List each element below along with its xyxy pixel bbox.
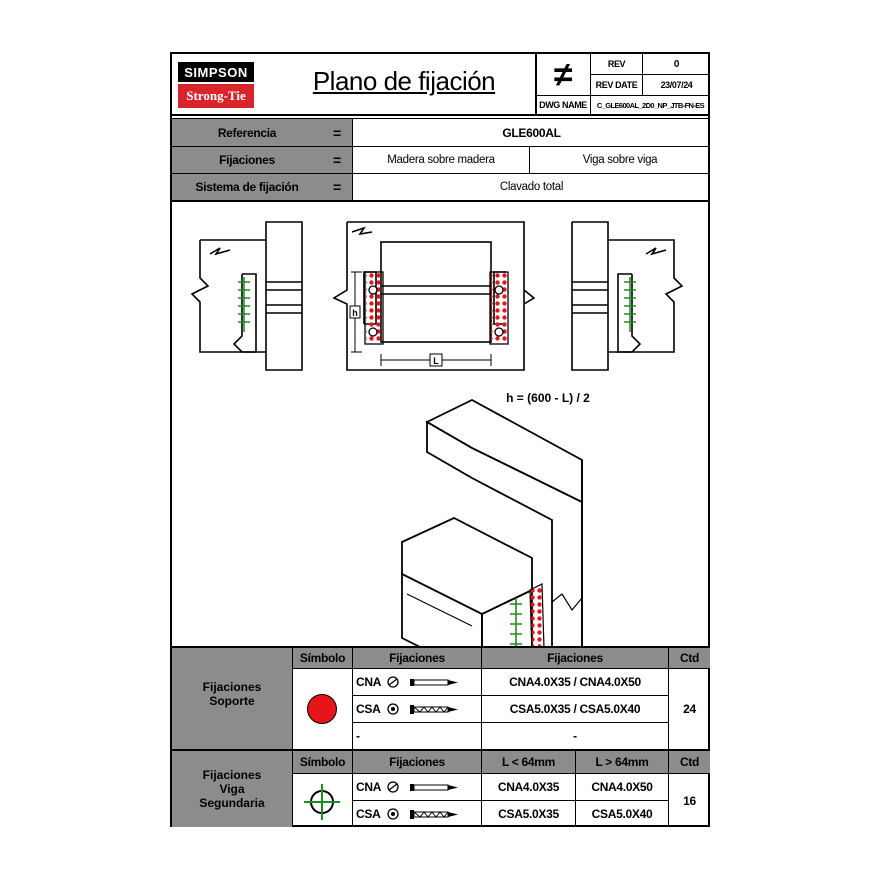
beam-fix-header bbox=[353, 751, 481, 773]
beam-row-label-line2: Viga bbox=[219, 782, 245, 796]
support-col-fix2: Fijaciones bbox=[547, 651, 603, 665]
beam-qty: 16 bbox=[683, 793, 696, 808]
support-qty: 24 bbox=[683, 702, 696, 716]
beam-qty-header bbox=[669, 751, 710, 773]
side-view-right bbox=[571, 221, 684, 371]
support-col-symbol: Símbolo bbox=[299, 651, 346, 665]
isometric-view bbox=[401, 398, 583, 646]
dwg-name-value: C_GLE600AL_2D0_NP_JTB-FN-ES bbox=[596, 100, 705, 110]
beam-row-label-line3: Segundaria bbox=[199, 796, 265, 810]
side-view-left bbox=[190, 221, 303, 371]
beam-short-header bbox=[482, 751, 575, 773]
brand-logo-top-text: SIMPSON bbox=[184, 64, 248, 80]
support-row-label-line1: Fijaciones bbox=[202, 680, 262, 694]
not-equal-symbol: ≠ bbox=[553, 55, 573, 94]
info-eq: = bbox=[333, 124, 341, 141]
brand-logo-simpson: SIMPSON bbox=[178, 62, 254, 82]
support-ref-empty: - bbox=[573, 729, 577, 743]
support-type-cna: CNA bbox=[356, 675, 382, 689]
info-value-madera: Madera sobre madera bbox=[387, 154, 495, 166]
red-nail-symbol bbox=[307, 694, 337, 724]
beam-col-qty: Ctd bbox=[679, 755, 700, 769]
beam-col-fix: Fijaciones bbox=[389, 755, 445, 769]
beam-col-short: L < 64mm bbox=[501, 755, 556, 769]
rev-label: REV bbox=[607, 59, 626, 69]
technical-drawing: h L h = (600 - L) / 2 bbox=[190, 221, 684, 646]
dimension-h-label: h bbox=[352, 308, 358, 318]
beam-short-csa: CSA5.0X35 bbox=[498, 807, 559, 821]
support-fix-header bbox=[353, 648, 481, 668]
csa-screw-icon bbox=[387, 808, 458, 820]
info-label-column bbox=[172, 119, 352, 200]
info-label-sistema: Sistema de fijación bbox=[195, 180, 299, 194]
info-label-fijaciones: Fijaciones bbox=[219, 153, 275, 167]
height-formula: h = (600 - L) / 2 bbox=[506, 391, 590, 405]
page-title: Plano de fijación bbox=[312, 66, 496, 96]
dwg-name-label: DWG NAME bbox=[539, 100, 587, 110]
support-ref-csa: CSA5.0X35 / CSA5.0X40 bbox=[509, 702, 641, 716]
beam-label-column bbox=[172, 751, 292, 827]
support-row-label: Fijaciones Soporte bbox=[172, 680, 292, 708]
beam-type-csa: CSA bbox=[356, 807, 381, 821]
support-col-fix: Fijaciones bbox=[389, 651, 445, 665]
green-crosshair-symbol bbox=[304, 784, 340, 820]
support-col-qty: Ctd bbox=[679, 651, 700, 665]
beam-long-header bbox=[576, 751, 668, 773]
cna-nail-icon bbox=[387, 676, 458, 688]
beam-row-label-line1: Fijaciones bbox=[202, 768, 262, 782]
brand-logo-bottom-text: Strong-Tie bbox=[186, 88, 246, 103]
csa-screw-icon bbox=[387, 703, 458, 715]
drawing-sheet: SIMPSON Strong-Tie Plano de fijación ≠ D… bbox=[170, 52, 710, 827]
info-eq: = bbox=[333, 152, 341, 168]
support-label-column bbox=[172, 648, 292, 749]
beam-type-cna: CNA bbox=[356, 780, 382, 794]
beam-symbol-header bbox=[293, 751, 352, 773]
beam-col-long: L > 64mm bbox=[595, 755, 649, 769]
beam-short-cna: CNA4.0X35 bbox=[497, 780, 560, 794]
info-eq: = bbox=[333, 179, 341, 195]
brand-logo-strongtie: Strong-Tie bbox=[178, 84, 254, 108]
rev-value: 0 bbox=[673, 58, 680, 70]
beam-col-symbol: Símbolo bbox=[299, 755, 346, 769]
cna-nail-icon bbox=[387, 781, 458, 793]
info-value-sistema: Clavado total bbox=[499, 181, 564, 193]
support-type-csa: CSA bbox=[356, 702, 381, 716]
dimension-l-label: L bbox=[433, 356, 439, 366]
support-row-label-line2: Soporte bbox=[209, 694, 255, 708]
support-qty-header bbox=[669, 648, 710, 668]
info-value-viga: Viga sobre viga bbox=[582, 154, 658, 166]
support-type-empty: - bbox=[356, 729, 360, 743]
rev-date-value: 23/07/24 bbox=[660, 80, 693, 90]
beam-long-csa: CSA5.0X40 bbox=[591, 807, 653, 821]
support-ref-cna: CNA4.0X35 / CNA4.0X50 bbox=[509, 675, 641, 689]
beam-long-cna: CNA4.0X50 bbox=[591, 780, 653, 794]
support-symbol-header bbox=[293, 648, 352, 668]
beam-row-label: Fijaciones Viga Segundaria bbox=[172, 768, 292, 810]
rev-date-label: REV DATE bbox=[595, 80, 638, 90]
info-label-referencia: Referencia bbox=[217, 125, 277, 140]
info-value-referencia: GLE600AL bbox=[502, 125, 561, 140]
support-fix2-header bbox=[482, 648, 668, 668]
